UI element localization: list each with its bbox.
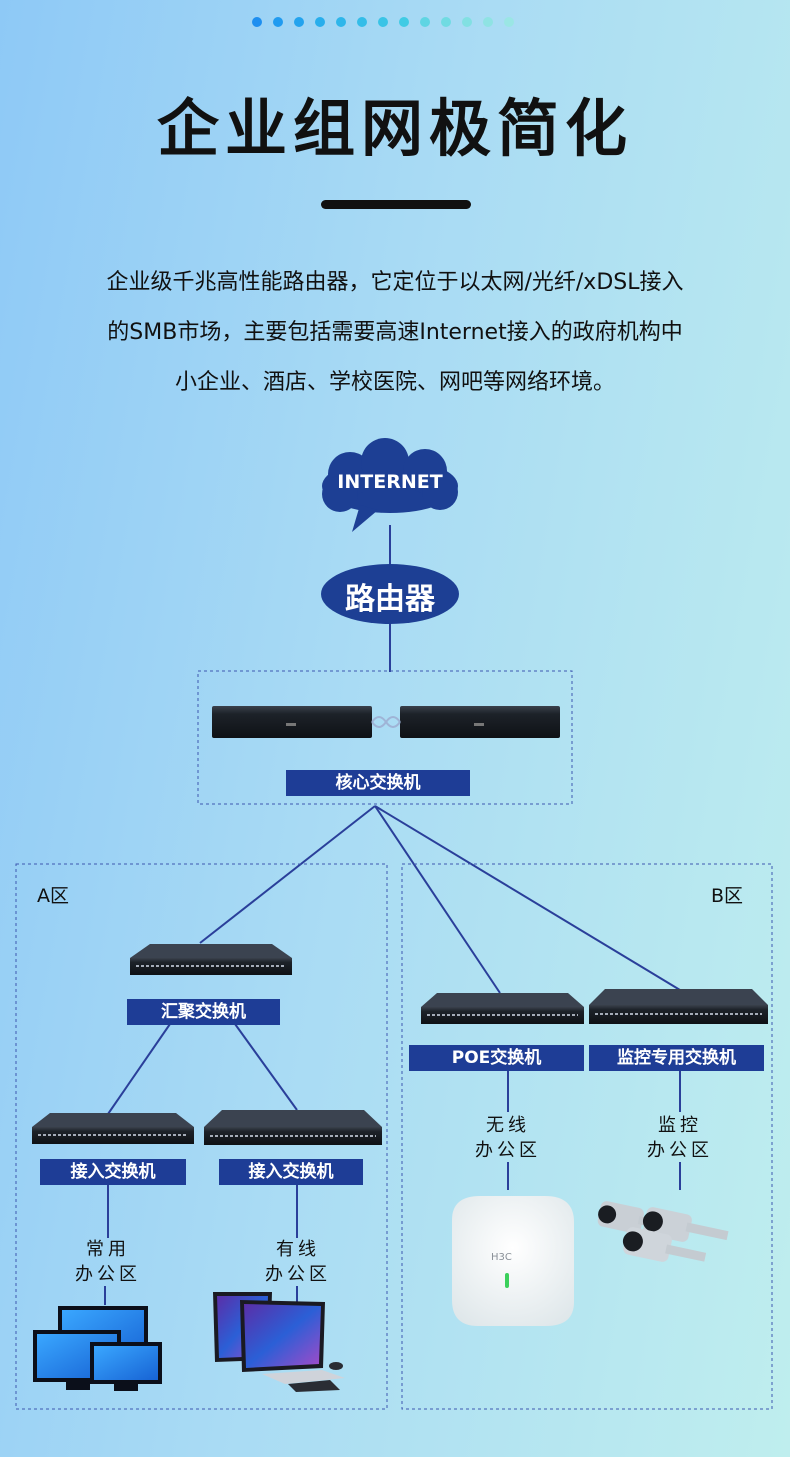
office-wired-line-1: 有线 bbox=[276, 1239, 320, 1260]
access-switch-1-label: 接入交换机 bbox=[40, 1159, 186, 1185]
monitor-icon bbox=[33, 1306, 162, 1391]
dot-5 bbox=[357, 17, 367, 27]
aggregation-switch-icon bbox=[130, 944, 292, 975]
dot-11 bbox=[483, 17, 493, 27]
office-wired-line-2: 办公区 bbox=[265, 1264, 331, 1285]
core-switch-icon bbox=[212, 706, 560, 738]
description: 企业级千兆高性能路由器，它定位于以太网/光纤/xDSL接入 的SMB市场，主要包… bbox=[40, 258, 750, 408]
dot-10 bbox=[462, 17, 472, 27]
access-switch-1-icon bbox=[32, 1113, 194, 1144]
access-switch-2-label: 接入交换机 bbox=[219, 1159, 363, 1185]
monitor-area-line-1: 监控 bbox=[658, 1115, 702, 1136]
dot-7 bbox=[399, 17, 409, 27]
dot-9 bbox=[441, 17, 451, 27]
description-line-3: 小企业、酒店、学校医院、网吧等网络环境。 bbox=[174, 370, 615, 395]
dot-12 bbox=[504, 17, 514, 27]
security-camera-icon bbox=[597, 1201, 729, 1262]
internet-label: INTERNET bbox=[337, 471, 443, 493]
dot-3 bbox=[315, 17, 325, 27]
decorative-dots bbox=[252, 17, 514, 27]
office-common-label: 常用 办公区 bbox=[58, 1237, 158, 1287]
zone-b-box bbox=[401, 863, 773, 1410]
connection-lines bbox=[104, 525, 681, 1305]
description-line-2: 的SMB市场，主要包括需要高速Internet接入的政府机构中 bbox=[107, 320, 683, 345]
zone-b-label: B区 bbox=[711, 885, 744, 907]
dot-6 bbox=[378, 17, 388, 27]
title-underline bbox=[321, 200, 471, 209]
core-zone-box bbox=[197, 670, 573, 805]
monitor-area-line-2: 办公区 bbox=[647, 1140, 713, 1161]
router-icon bbox=[321, 564, 459, 624]
aggregation-switch-label: 汇聚交换机 bbox=[127, 999, 280, 1025]
access-switch-2-icon bbox=[204, 1110, 382, 1145]
dot-1 bbox=[273, 17, 283, 27]
office-common-line-2: 办公区 bbox=[75, 1264, 141, 1285]
monitor-switch-label: 监控专用交换机 bbox=[589, 1045, 764, 1071]
dot-8 bbox=[420, 17, 430, 27]
office-common-line-1: 常用 bbox=[86, 1239, 130, 1260]
internet-cloud-icon bbox=[322, 438, 458, 532]
description-line-1: 企业级千兆高性能路由器，它定位于以太网/光纤/xDSL接入 bbox=[106, 270, 684, 295]
ap-brand: H3C bbox=[491, 1252, 512, 1263]
poe-switch-icon bbox=[421, 993, 584, 1024]
router-label: 路由器 bbox=[345, 582, 435, 617]
poe-switch-label: POE交换机 bbox=[409, 1045, 584, 1071]
dot-4 bbox=[336, 17, 346, 27]
page-title: 企业组网极简化 bbox=[156, 92, 633, 165]
office-wireless-line-2: 办公区 bbox=[475, 1140, 541, 1161]
dot-0 bbox=[252, 17, 262, 27]
core-switch-label: 核心交换机 bbox=[286, 770, 470, 796]
monitor-area-label: 监控 办公区 bbox=[630, 1113, 730, 1163]
zone-a-box bbox=[15, 863, 388, 1410]
office-wired-label: 有线 办公区 bbox=[248, 1237, 348, 1287]
monitor-switch-icon bbox=[589, 989, 768, 1024]
dot-2 bbox=[294, 17, 304, 27]
office-wireless-label: 无线 办公区 bbox=[458, 1113, 558, 1163]
zone-a-label: A区 bbox=[37, 885, 69, 907]
wireless-ap-icon: H3C bbox=[452, 1196, 574, 1326]
desktop-pc-icon bbox=[213, 1292, 345, 1392]
office-wireless-line-1: 无线 bbox=[486, 1115, 530, 1136]
